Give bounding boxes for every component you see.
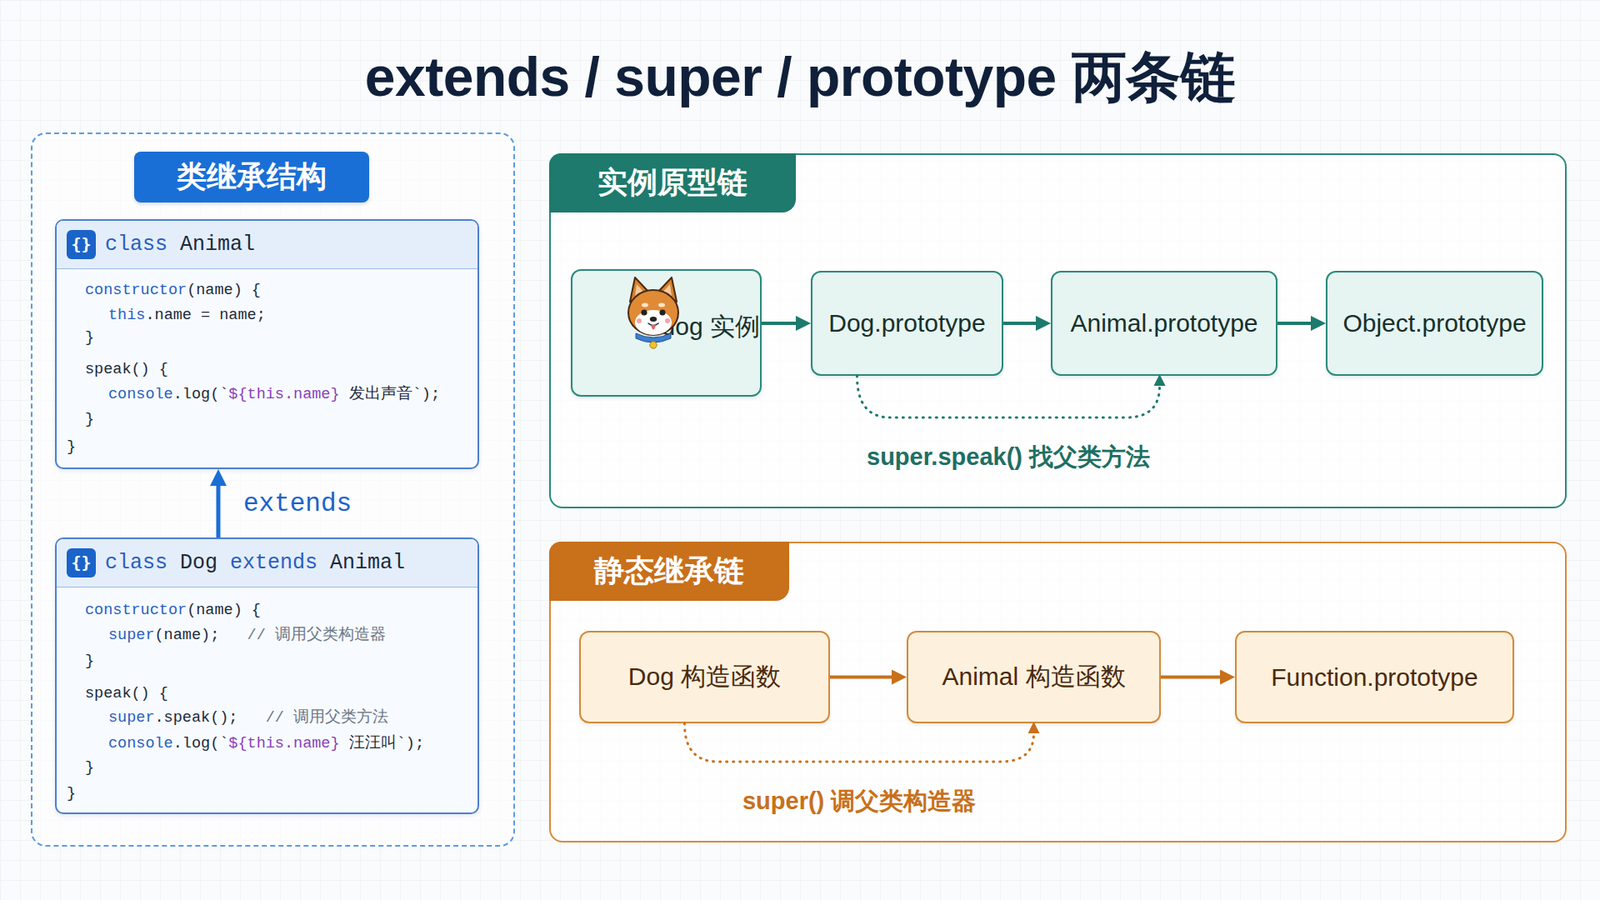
code-token: class — [105, 232, 168, 257]
code-box: {} class Dog extends Animal constructor(na… — [55, 537, 480, 815]
code-icon: {} — [66, 230, 96, 260]
code-token: console — [108, 385, 174, 404]
code-token: // 调用父类构造器 — [247, 626, 386, 645]
code-line: } — [66, 783, 76, 805]
prototype-box: Object.prototype — [1325, 270, 1544, 376]
code-token: class — [105, 550, 168, 575]
panel-heading: 类继承结构 — [134, 151, 370, 203]
code-token: ${this.name} — [228, 385, 340, 404]
code-line: } — [85, 650, 95, 673]
edge-label: extends — [243, 489, 352, 519]
box-label: Function.prototype — [1270, 663, 1478, 692]
code-line: constructor(name) { — [85, 280, 261, 302]
prototype-box: Function.prototype — [1235, 630, 1515, 724]
prototype-box: Dog.prototype — [810, 270, 1004, 376]
box-label-wrap: Animal.prototype — [1052, 272, 1276, 375]
code-token: constructor — [85, 281, 187, 300]
constructor-box: Animal 构造函数 — [906, 630, 1161, 724]
code-icon: {} — [66, 548, 96, 578]
chain-panel: 静态继承链 Dog 构造函数 Animal 构造函数 Function.prototy… — [549, 541, 1567, 843]
edge-label: super.speak() 找父类方法 — [866, 440, 1150, 475]
prototype-box: Animal.prototype — [1050, 270, 1278, 376]
code-line: constructor(name) { — [85, 600, 261, 622]
code-token: this — [108, 306, 145, 325]
box-label: Dog 构造函数 — [628, 660, 781, 695]
code-line: } — [66, 436, 76, 459]
panel-heading: 实例原型链 — [549, 153, 796, 213]
code-line: speak() { — [85, 683, 169, 705]
code-token: // 调用父类方法 — [265, 709, 389, 727]
box-label-wrap: Function.prototype — [1236, 632, 1513, 722]
box-label: Animal.prototype — [1070, 309, 1258, 338]
box-label-wrap: Animal 构造函数 — [908, 632, 1160, 722]
code-header: {} class Animal — [56, 220, 478, 270]
constructor-box: Dog 构造函数 — [579, 630, 830, 724]
panel-heading: 静态继承链 — [549, 541, 790, 601]
code-token: super — [108, 709, 155, 727]
box-label: Animal 构造函数 — [941, 660, 1125, 695]
class-header: class Animal — [105, 220, 255, 269]
code-token: console — [108, 735, 174, 753]
dog-illustration — [619, 275, 688, 352]
box-label-wrap: Object.prototype — [1327, 272, 1542, 375]
code-line: } — [85, 757, 95, 780]
code-line: console.log(`${this.name} 汪汪叫`); — [108, 733, 425, 755]
code-line: console.log(`${this.name} 发出声音`); — [108, 384, 440, 406]
diagram-title: extends / super / prototype 两条链 — [0, 40, 1600, 115]
code-line: } — [85, 327, 95, 350]
code-header: {} class Dog extends Animal — [56, 539, 478, 588]
code-token: constructor — [85, 601, 187, 620]
box-label-wrap: Dog 构造函数 — [580, 632, 829, 722]
code-line: super(name); // 调用父类构造器 — [108, 625, 386, 647]
code-line: super.speak(); // 调用父类方法 — [108, 707, 389, 730]
code-line: } — [85, 409, 95, 431]
box-label: Dog.prototype — [828, 309, 985, 338]
box-label-wrap: Dog.prototype — [812, 272, 1002, 375]
class-header: class Dog extends Animal — [105, 539, 405, 587]
code-line: speak() { — [85, 359, 169, 381]
code-box: {} class Animal constructor(name) { this.na… — [55, 219, 480, 470]
code-token: extends — [230, 550, 318, 575]
code-line: this.name = name; — [108, 305, 266, 327]
code-token: super — [108, 626, 155, 645]
box-label: Object.prototype — [1342, 309, 1526, 338]
code-token: ${this.name} — [228, 735, 340, 753]
edge-label: super() 调父类构造器 — [742, 785, 976, 819]
